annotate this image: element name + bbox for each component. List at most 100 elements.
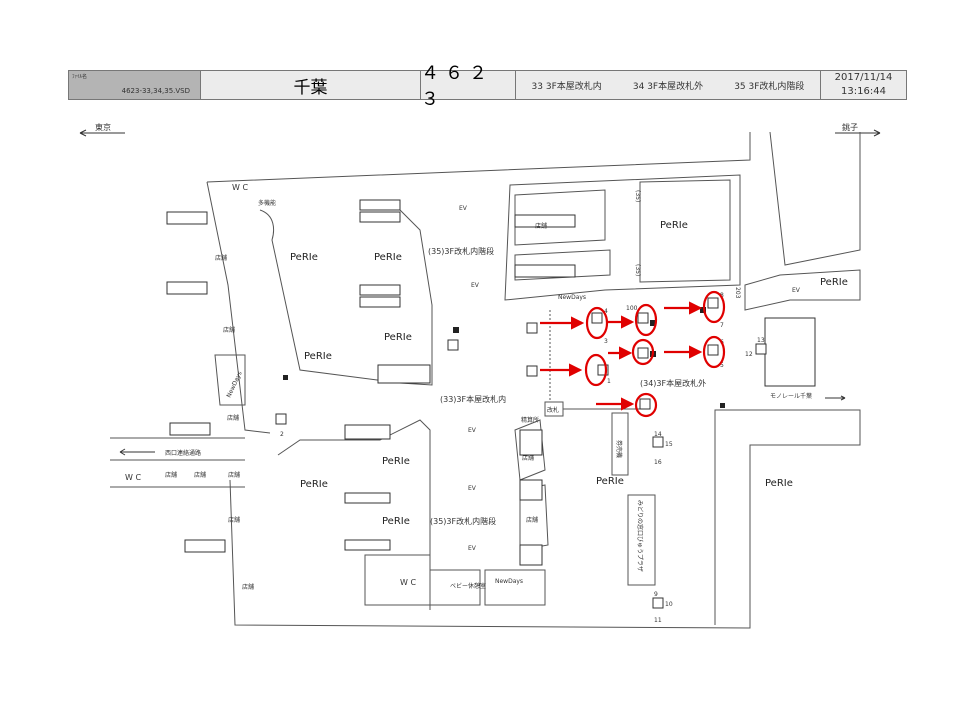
area34-label: (34)3F本屋改札外 (640, 378, 706, 388)
file-name: 4623-33,34,35.VSD (121, 87, 190, 95)
ev-label: EV (468, 427, 477, 434)
perie-label: PeRIe (304, 351, 332, 362)
area-33: 33 3F本屋改札内 (531, 81, 602, 92)
file-cell: ﾌｧｲﾙ名 4623-33,34,35.VSD (69, 71, 201, 99)
perie-label: PeRIe (660, 220, 688, 231)
camera-icon (597, 364, 609, 376)
highlight-markers (540, 290, 726, 418)
ev-label: EV (468, 545, 477, 552)
stairs (166, 199, 816, 566)
monorail-label: モノレール千葉 (770, 392, 812, 400)
svg-text:14: 14 (654, 431, 662, 438)
time: 13:16:44 (841, 86, 886, 97)
perie-label: PeRIe (382, 516, 410, 527)
wc-label: W C (400, 578, 416, 587)
svg-text:16: 16 (654, 459, 662, 466)
pillars (283, 307, 725, 408)
camera-icon (639, 398, 651, 410)
newdays-label: NewDays (558, 294, 586, 301)
highlight-circle (631, 338, 655, 366)
area35-label: (35) (634, 264, 641, 276)
date: 2017/11/14 (834, 72, 893, 83)
area35-label: (35) (634, 190, 641, 202)
highlight-circle (634, 303, 658, 337)
svg-text:10: 10 (665, 601, 673, 608)
perie-label: PeRIe (290, 252, 318, 263)
ev-label: EV (468, 485, 477, 492)
shop-label: 店舗 (165, 471, 177, 479)
shop-label: 店舗 (228, 471, 240, 479)
highlight-circle (702, 290, 726, 324)
shop-label: 店舗 (522, 454, 534, 462)
baby-room-label: ベビー休憩室 (450, 582, 486, 590)
camera-icon (526, 365, 538, 377)
camera-icon (591, 312, 603, 324)
ev-label: EV (792, 287, 801, 294)
svg-text:4: 4 (604, 308, 608, 315)
area-34: 34 3F本屋改札外 (632, 81, 704, 92)
midori-label: みどりの窓口びゅうプラザ (636, 500, 644, 572)
svg-text:9: 9 (654, 591, 658, 598)
direction-choshi: 銚子 (835, 122, 881, 137)
svg-text:1: 1 (607, 378, 611, 385)
highlight-circle (585, 306, 609, 340)
svg-text:5: 5 (720, 362, 724, 369)
highlight-circle (702, 335, 726, 369)
number-203: 203 (734, 287, 741, 299)
shop-label: 店舗 (242, 583, 254, 591)
ticket-label: 券売機 (615, 440, 623, 458)
number-100: 100 (626, 305, 638, 312)
highlight-circle (584, 353, 608, 387)
svg-text:13: 13 (757, 337, 765, 344)
camera-icons (275, 297, 767, 609)
camera-icon (707, 344, 719, 356)
west-passage-label: 西口連絡通路 (165, 449, 201, 457)
highlight-arrows (540, 301, 703, 411)
svg-text:2: 2 (280, 431, 284, 438)
perie-label: PeRIe (382, 456, 410, 467)
shop-label: 店舗 (215, 254, 227, 262)
newdays-label: NewDays (495, 578, 523, 585)
shop-label: 店舗 (223, 326, 235, 334)
svg-text:東京: 東京 (95, 122, 111, 132)
multi-toilet-label: 多機能 (258, 199, 276, 207)
area-35: 35 3F改札内階段 (734, 81, 805, 92)
perie-label: PeRIe (765, 478, 793, 489)
highlight-circle (634, 392, 658, 418)
seisan-label: 精算所 (521, 416, 539, 424)
perie-label: PeRIe (596, 476, 624, 487)
svg-text:銚子: 銚子 (842, 122, 858, 132)
area-list: 33 3F本屋改札内 34 3F本屋改札外 35 3F改札内階段 (516, 71, 821, 99)
shop-label: 店舗 (194, 471, 206, 479)
shop-label: 店舗 (228, 516, 240, 524)
shop-label: 店舗 (526, 516, 538, 524)
camera-icon (755, 343, 767, 355)
camera-icon (652, 436, 664, 448)
svg-text:12: 12 (745, 351, 753, 358)
wc-label: W C (125, 473, 141, 482)
ev-label: EV (471, 282, 480, 289)
perie-label: PeRIe (384, 332, 412, 343)
stairs35-label: (35)3F改札内階段 (430, 516, 496, 526)
walls (110, 131, 861, 629)
shop-label: 店舗 (227, 414, 239, 422)
camera-icon (637, 312, 649, 324)
area33-label: (33)3F本屋改札内 (440, 394, 506, 404)
camera-icon (637, 347, 649, 359)
svg-text:7: 7 (720, 322, 724, 329)
camera-icon (526, 322, 538, 334)
camera-icon (707, 297, 719, 309)
perie-label: PeRIe (300, 479, 328, 490)
shop-label: 店舗 (535, 222, 547, 230)
timestamp: 2017/11/14 13:16:44 (821, 71, 906, 99)
camera-icon (447, 339, 459, 351)
camera-icon (275, 413, 287, 425)
perie-label: PeRIe (374, 252, 402, 263)
svg-text:3: 3 (604, 338, 608, 345)
svg-text:11: 11 (654, 617, 662, 624)
file-label: ﾌｧｲﾙ名 (72, 74, 88, 80)
svg-text:15: 15 (665, 441, 673, 448)
ev-label: EV (459, 205, 468, 212)
svg-text:8: 8 (720, 292, 724, 299)
